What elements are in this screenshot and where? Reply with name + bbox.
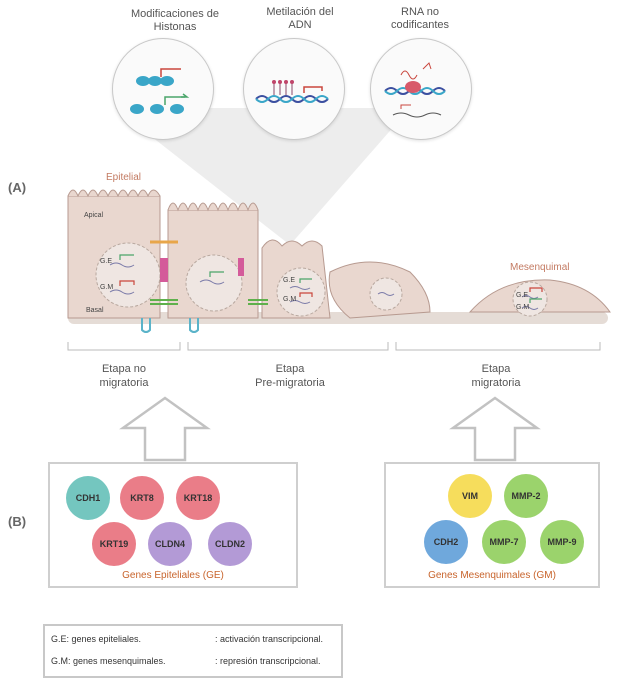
gene-mmp9-label: MMP-9	[547, 537, 577, 547]
mechanism-title-ncrna-line1: RNA no	[401, 6, 439, 18]
nucleus3-gm-label: G.M	[283, 296, 297, 303]
panel-a-label: (A)	[8, 180, 27, 195]
gene-cldn4: CLDN4	[148, 522, 192, 566]
legend-activation-text: : activación transcripcional.	[215, 634, 324, 644]
panel-b-label: (B)	[8, 514, 27, 529]
gene-cdh1: CDH1	[66, 476, 110, 520]
nucleus-3	[276, 267, 326, 317]
mechanism-title-histones-line2: Histonas	[153, 21, 197, 33]
noncoding-rna-icon	[384, 62, 446, 118]
mesenchymal-genes-box: VIM MMP-2 CDH2 MMP-7 MMP-9 Genes Mesenqu…	[384, 462, 600, 588]
nucleus5-ge-label: G.E	[516, 292, 529, 299]
gene-vim-label: VIM	[461, 491, 478, 501]
gene-cldn4-label: CLDN4	[154, 539, 185, 549]
microvilli-1	[67, 189, 161, 198]
basal-label: Basal	[86, 307, 104, 314]
cell-junctions	[141, 240, 268, 333]
legend-ge-definition: G.E: genes epiteliales.	[51, 634, 142, 644]
gene-krt18-label: KRT18	[183, 493, 213, 503]
dna-methylation-icon	[255, 80, 329, 103]
gene-mmp7-label: MMP-7	[489, 537, 519, 547]
ncrna-circle	[370, 38, 472, 140]
mesenchymal-label: Mesenquimal	[510, 262, 570, 273]
microvilli-2	[167, 202, 259, 212]
mechanism-title-ncrna-line2: codificantes	[390, 19, 450, 31]
epithelial-label: Epitelial	[106, 172, 142, 183]
mechanism-title-dna-line1: Metilación del	[266, 6, 334, 18]
legend-repression-text: : represión transcripcional.	[215, 656, 321, 666]
gene-cdh2: CDH2	[424, 520, 468, 564]
stage-non-migratory-line2: migratoria	[99, 377, 149, 389]
stage-braces	[67, 342, 601, 351]
mechanism-title-dna-methylation: Metilación del ADN	[250, 6, 350, 32]
stage-non-migratory: Etapa no migratoria	[74, 362, 174, 390]
apical-label: Apical	[84, 212, 104, 219]
nucleus1-gm-label: G.M	[100, 284, 114, 291]
legend-box: G.E: genes epiteliales. G.M: genes mesen…	[43, 624, 343, 678]
histone-modification-circle	[112, 38, 214, 140]
mechanism-title-histones-line1: Modificaciones de	[130, 8, 220, 20]
convergence-funnel	[115, 108, 410, 245]
gene-mmp7: MMP-7	[482, 520, 526, 564]
nucleus1-ge-label: G.E	[100, 258, 113, 265]
stage-migratory-line2: migratoria	[471, 377, 521, 389]
arrow-epithelial	[119, 396, 211, 462]
gene-arrows	[119, 254, 543, 303]
gene-mmp9: MMP-9	[540, 520, 584, 564]
stage-migratory: Etapa migratoria	[446, 362, 546, 390]
gene-krt8: KRT8	[120, 476, 164, 520]
stage-non-migratory-line1: Etapa no	[101, 363, 147, 375]
gene-cldn2: CLDN2	[208, 522, 252, 566]
nuclear-gene-glyphs	[109, 262, 539, 310]
stage-pre-migratory-line1: Etapa	[275, 363, 305, 375]
mesenchymal-genes-title: Genes Mesenquimales (GM)	[428, 570, 556, 581]
gene-krt19: KRT19	[92, 522, 136, 566]
stage-pre-migratory-line2: Pre-migratoria	[255, 377, 325, 389]
legend-gm-definition: G.M: genes mesenquimales.	[51, 656, 166, 666]
nucleus5-gm-label: G.M	[516, 304, 530, 311]
mechanism-title-ncrna: RNA no codificantes	[370, 6, 470, 32]
stage-pre-migratory: Etapa Pre-migratoria	[240, 362, 340, 390]
epithelial-genes-title: Genes Epiteliales (GE)	[122, 570, 224, 581]
histone-icon	[130, 68, 190, 114]
gene-mmp2-label: MMP-2	[511, 491, 541, 501]
arrow-mesenchymal	[449, 396, 541, 462]
epithelial-genes-box: CDH1 KRT8 KRT18 KRT19 CLDN4 CLDN2 Genes …	[48, 462, 298, 588]
mechanism-title-dna-line2: ADN	[288, 19, 312, 31]
gene-cdh1-label: CDH1	[75, 493, 101, 503]
gene-krt18: KRT18	[176, 476, 220, 520]
gene-krt19-label: KRT19	[99, 539, 129, 549]
gene-mmp2: MMP-2	[504, 474, 548, 518]
gene-cldn2-label: CLDN2	[214, 539, 245, 549]
gene-vim: VIM	[448, 474, 492, 518]
gene-krt8-label: KRT8	[130, 493, 154, 503]
stage-migratory-line1: Etapa	[481, 363, 511, 375]
nucleus3-ge-label: G.E	[283, 277, 296, 284]
dna-methylation-circle	[243, 38, 345, 140]
nucleus-1	[95, 242, 161, 308]
gene-cdh2-label: CDH2	[433, 537, 459, 547]
mechanism-title-histones: Modificaciones de Histonas	[120, 8, 230, 34]
